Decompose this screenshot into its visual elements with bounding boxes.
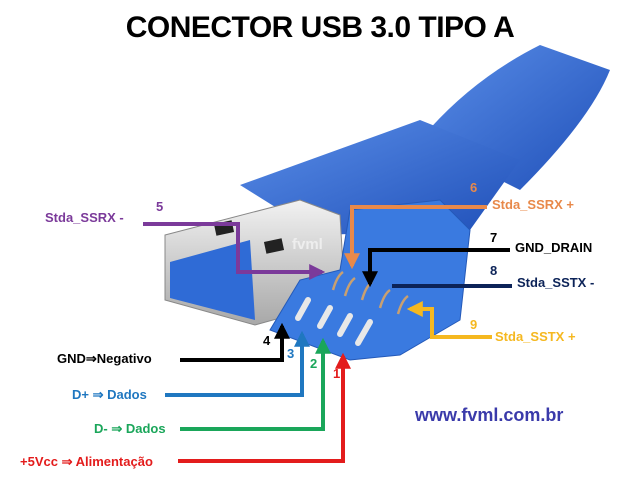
page-title: CONECTOR USB 3.0 TIPO A xyxy=(125,11,515,44)
pin-2-number: 2 xyxy=(310,356,318,371)
pin-3-number: 3 xyxy=(287,346,295,361)
pin-9-number: 9 xyxy=(470,317,478,332)
pin-7-number: 7 xyxy=(490,230,498,245)
pin-2-label: D- ⇒ Dados xyxy=(94,421,166,436)
pin-leader-lines xyxy=(143,205,512,463)
pin-6-number: 6 xyxy=(470,180,478,195)
pin-9-label: Stda_SSTX + xyxy=(495,329,576,344)
pin-8-label: Stda_SSTX - xyxy=(517,275,595,290)
pin-1-number: 1 xyxy=(333,366,341,381)
leader-line-6 xyxy=(344,205,487,270)
pin-3-label: D+ ⇒ Dados xyxy=(72,387,147,402)
leader-line-2 xyxy=(180,337,331,431)
pin-4-label: GND⇒Negativo xyxy=(57,351,152,366)
pin-7-label: GND_DRAIN xyxy=(515,240,593,255)
leader-line-1 xyxy=(178,352,351,463)
pin-1-label: +5Vcc ⇒ Alimentação xyxy=(20,454,153,469)
watermark: fvml xyxy=(292,236,323,253)
pin-8-number: 8 xyxy=(490,263,498,278)
pin-5-label: Stda_SSRX - xyxy=(45,210,124,225)
pin-6-label: Stda_SSRX + xyxy=(492,197,575,212)
pin-4-number: 4 xyxy=(263,333,271,348)
leader-line-3 xyxy=(165,330,310,397)
pin-5-number: 5 xyxy=(156,199,164,214)
leader-line-9 xyxy=(406,301,492,339)
leader-line-4 xyxy=(180,322,290,362)
leader-line-7 xyxy=(362,248,510,288)
website-link: www.fvml.com.br xyxy=(415,405,564,425)
leader-line-5 xyxy=(143,222,326,280)
